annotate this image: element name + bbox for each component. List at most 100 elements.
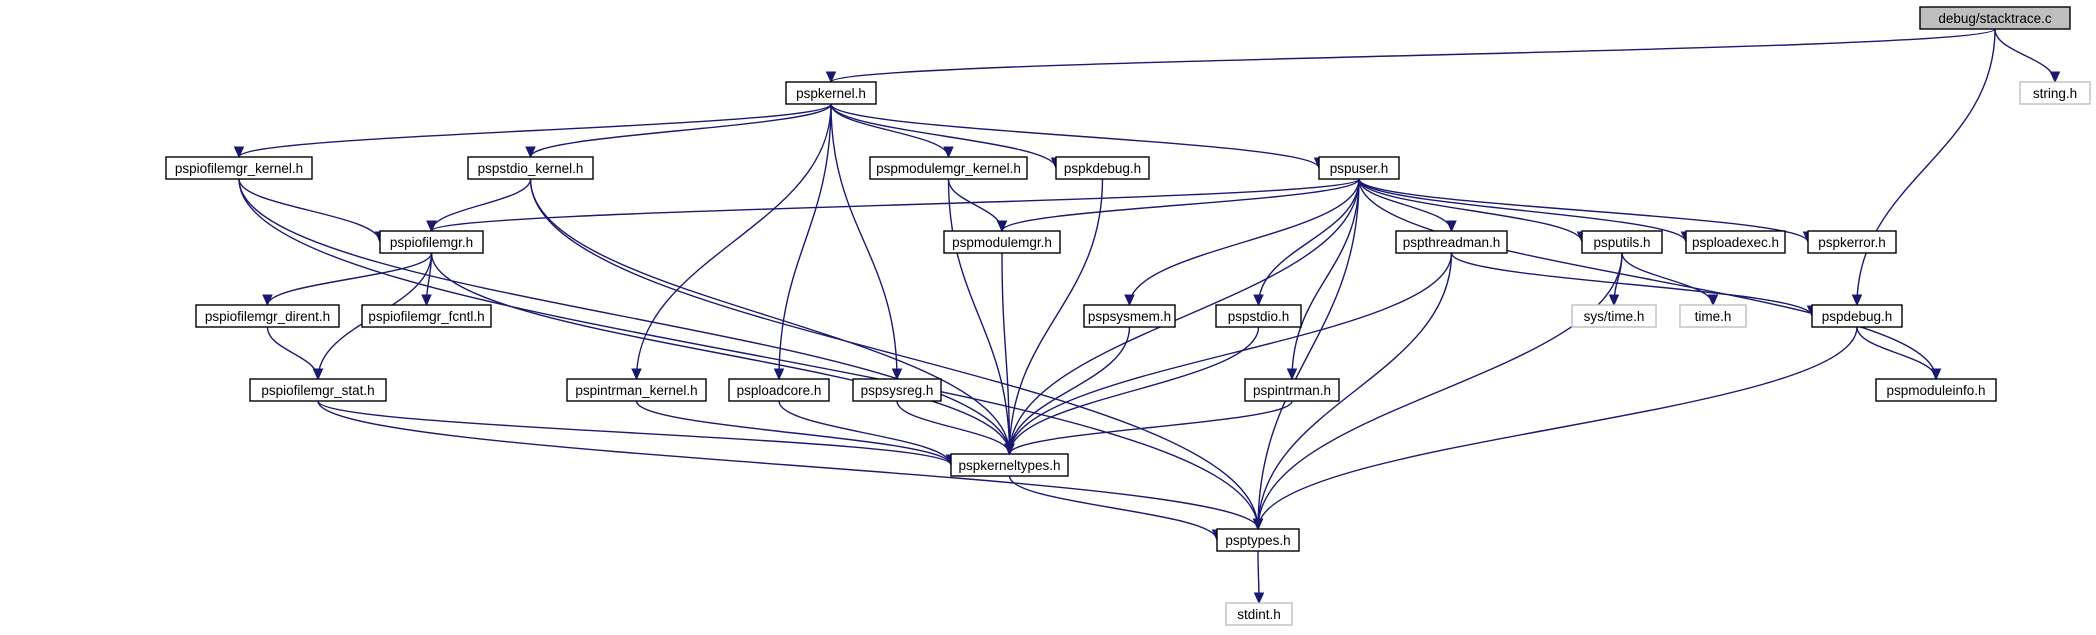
node-box [1679,304,1747,328]
node-box [566,378,707,402]
node-label: pspstdio.h [1228,309,1290,324]
node-label: pspkernel.h [796,86,866,101]
node-pspmodulemgr-kernel[interactable]: pspmodulemgr_kernel.h [869,156,1028,180]
edge-line [635,103,832,380]
node-label: pspmoduleinfo.h [1886,383,1985,398]
node-pspkernel[interactable]: pspkernel.h [785,81,877,105]
edge-arrowhead [525,146,536,159]
node-box [1875,378,1997,402]
node-pspiofilemgr-kernel[interactable]: pspiofilemgr_kernel.h [165,156,313,180]
edge-line [947,178,1011,455]
node-psploadexec[interactable]: psploadexec.h [1685,230,1786,254]
edge-line [1621,252,1714,306]
node-pspiofilemgr-fcntl[interactable]: pspiofilemgr_fcntl.h [361,304,492,328]
edge-pspuser-to-pspmodulemgr [996,178,1360,233]
node-pspmodulemgr[interactable]: pspmodulemgr.h [943,230,1061,254]
edge-arrowhead [2049,71,2061,84]
edge-pspstdio_kernel-to-psptypes [529,178,1264,531]
node-stdint[interactable]: stdint.h [1225,602,1293,626]
edge-pspintrman_kernel-to-pspkerneltypes [635,400,957,467]
node-box [379,230,484,254]
node-label: pspiofilemgr_stat.h [261,383,374,398]
node-pspmoduleinfo[interactable]: pspmoduleinfo.h [1875,378,1997,402]
node-pspintrman[interactable]: pspintrman.h [1244,378,1340,402]
edge-line [1008,400,1293,455]
edge-line [1450,252,1813,317]
edge-pspuser-to-pspiofilemgr [426,178,1360,233]
edge-pspiofilemgr-to-pspiofilemgr_dirent [262,252,433,307]
edge-line [1008,178,1104,455]
node-string[interactable]: string.h [2019,81,2091,105]
node-psputils[interactable]: psputils.h [1581,230,1663,254]
node-box [1225,602,1293,626]
edge-line [1257,326,1858,530]
node-pspthreadman[interactable]: pspthreadman.h [1395,230,1508,254]
edge-line [1856,28,1996,306]
node-box [1395,230,1508,254]
edge-pspstdio_kernel-to-pspiofilemgr [426,178,532,233]
edge-line [529,103,832,158]
node-pspstdio[interactable]: pspstdio.h [1215,304,1302,328]
node-time[interactable]: time.h [1679,304,1747,328]
node-pspstdio-kernel[interactable]: pspstdio_kernel.h [467,156,594,180]
node-label: pspkerneltypes.h [958,458,1060,473]
edge-line [317,400,952,466]
edge-arrowhead [1253,294,1264,307]
node-box [1215,304,1302,328]
edge-pspiofilemgr_kernel-to-pspiofilemgr [238,178,386,244]
edge-arrowhead [1253,592,1265,605]
edge-line [1257,178,1360,530]
edge-line [1358,178,1583,243]
edge-pspuser-to-psptypes [1252,178,1360,531]
edge-line [430,178,1360,232]
node-box [361,304,492,328]
node-pspuser[interactable]: pspuser.h [1318,156,1400,180]
node-pspkerror[interactable]: pspkerror.h [1807,230,1897,254]
edge-pspuser-to-pspsysmem [1124,178,1360,307]
edge-line [238,178,381,243]
node-box [1807,230,1897,254]
edge-line [1008,326,1260,455]
edge-line [1358,178,1687,243]
edge-pspdebug-to-pspmoduleinfo [1856,326,1942,381]
node-label: psputils.h [1593,235,1650,250]
edge-arrowhead [262,294,273,307]
edge-line [1008,178,1360,455]
node-stacktrace[interactable]: debug/stacktrace.c [1919,6,2071,30]
node-pspiofilemgr-stat[interactable]: pspiofilemgr_stat.h [249,378,387,402]
edge-line [830,103,1320,169]
edge-line [529,178,1259,530]
node-pspdebug[interactable]: pspdebug.h [1811,304,1903,328]
edge-arrowhead [943,146,954,159]
edge-line [830,103,898,380]
node-label: pspstdio_kernel.h [478,161,584,176]
edge-pspkernel-to-pspiofilemgr_kernel [233,103,832,159]
node-label: pspsysmem.h [1088,309,1171,324]
edge-line [1008,475,1218,541]
node-label: psploadcore.h [737,383,822,398]
edge-line [1008,252,1453,455]
node-box [943,230,1061,254]
edge-line [1994,28,2056,83]
edge-pspiofilemgr_dirent-to-pspiofilemgr_stat [266,326,324,381]
edge-arrowhead [1004,443,1015,456]
edge-arrowhead [1707,294,1719,307]
node-pspiofilemgr[interactable]: pspiofilemgr.h [379,230,484,254]
node-pspkerneltypes[interactable]: pspkerneltypes.h [950,453,1069,477]
node-psptypes[interactable]: psptypes.h [1216,528,1300,552]
node-pspkdebug[interactable]: pspkdebug.h [1055,156,1150,180]
node-systime[interactable]: sys/time.h [1571,304,1657,328]
edge-pspstdio-to-pspkerneltypes [1004,326,1260,456]
node-pspsysreg[interactable]: pspsysreg.h [852,378,942,402]
edge-line [1008,326,1131,455]
node-box [1581,230,1663,254]
node-pspsysmem[interactable]: pspsysmem.h [1083,304,1176,328]
edge-line [238,103,832,158]
edge-line [830,103,950,158]
node-pspintrman-kernel[interactable]: pspintrman_kernel.h [566,378,707,402]
node-psploadcore[interactable]: psploadcore.h [728,378,830,402]
edge-arrowhead [891,368,903,381]
edge-pspkernel-to-pspstdio_kernel [525,103,832,159]
node-pspiofilemgr-dirent[interactable]: pspiofilemgr_dirent.h [195,304,340,328]
edge-stacktrace-to-string [1994,28,2061,84]
